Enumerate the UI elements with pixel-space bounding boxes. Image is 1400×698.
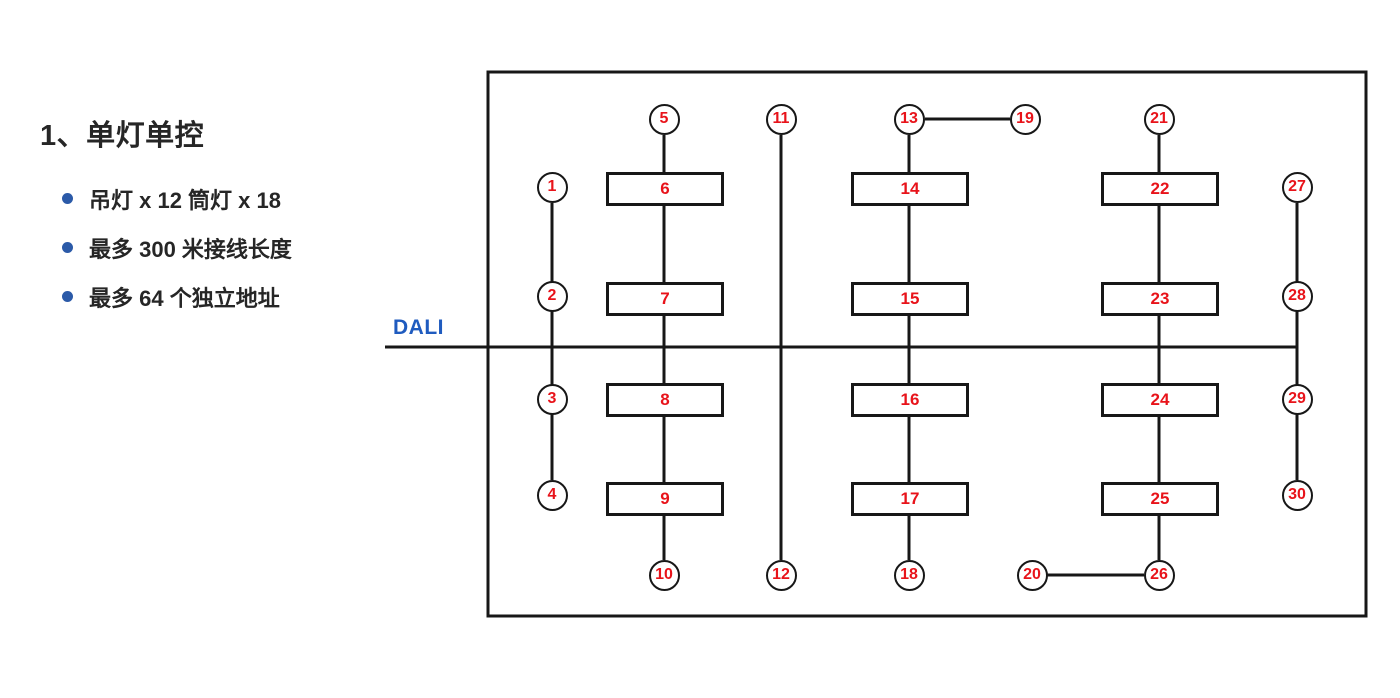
node-circle-1[interactable]: 1: [536, 171, 568, 203]
enclosure-outline: [486, 70, 1368, 618]
node-circle-11[interactable]: 11: [765, 103, 797, 135]
node-circle-30[interactable]: 30: [1281, 479, 1313, 511]
bullet-dot-icon: [62, 291, 73, 302]
node-circle-26[interactable]: 26: [1143, 559, 1175, 591]
node-circle-19[interactable]: 19: [1009, 103, 1041, 135]
node-rect-16[interactable]: 16: [851, 383, 969, 417]
list-item: 吊灯 x 12 筒灯 x 18: [40, 174, 380, 223]
page-title: 1、单灯单控: [40, 120, 205, 152]
bus-label: DALI: [393, 316, 444, 339]
node-circle-2[interactable]: 2: [536, 280, 568, 312]
list-item-label: 吊灯 x 12 筒灯 x 18: [89, 187, 281, 213]
node-circle-21[interactable]: 21: [1143, 103, 1175, 135]
node-rect-8[interactable]: 8: [606, 383, 724, 417]
node-rect-17[interactable]: 17: [851, 482, 969, 516]
node-rect-15[interactable]: 15: [851, 282, 969, 316]
node-circle-4[interactable]: 4: [536, 479, 568, 511]
node-rect-23[interactable]: 23: [1101, 282, 1219, 316]
bullet-dot-icon: [62, 193, 73, 204]
node-circle-18[interactable]: 18: [893, 559, 925, 591]
node-circle-13[interactable]: 13: [893, 103, 925, 135]
node-rect-25[interactable]: 25: [1101, 482, 1219, 516]
bullet-dot-icon: [62, 242, 73, 253]
node-rect-7[interactable]: 7: [606, 282, 724, 316]
node-circle-20[interactable]: 20: [1016, 559, 1048, 591]
node-rect-22[interactable]: 22: [1101, 172, 1219, 206]
node-circle-29[interactable]: 29: [1281, 383, 1313, 415]
node-circle-28[interactable]: 28: [1281, 280, 1313, 312]
node-circle-3[interactable]: 3: [536, 383, 568, 415]
node-circle-5[interactable]: 5: [648, 103, 680, 135]
node-rect-14[interactable]: 14: [851, 172, 969, 206]
node-circle-10[interactable]: 10: [648, 559, 680, 591]
node-rect-9[interactable]: 9: [606, 482, 724, 516]
left-info-panel: 1、单灯单控 吊灯 x 12 筒灯 x 18 最多 300 米接线长度 最多 6…: [40, 112, 380, 321]
list-item: 最多 300 米接线长度: [40, 223, 380, 272]
node-circle-27[interactable]: 27: [1281, 171, 1313, 203]
node-rect-6[interactable]: 6: [606, 172, 724, 206]
list-item: 最多 64 个独立地址: [40, 272, 380, 321]
node-rect-24[interactable]: 24: [1101, 383, 1219, 417]
list-item-label: 最多 300 米接线长度: [89, 236, 292, 262]
node-circle-12[interactable]: 12: [765, 559, 797, 591]
list-item-label: 最多 64 个独立地址: [89, 285, 280, 311]
